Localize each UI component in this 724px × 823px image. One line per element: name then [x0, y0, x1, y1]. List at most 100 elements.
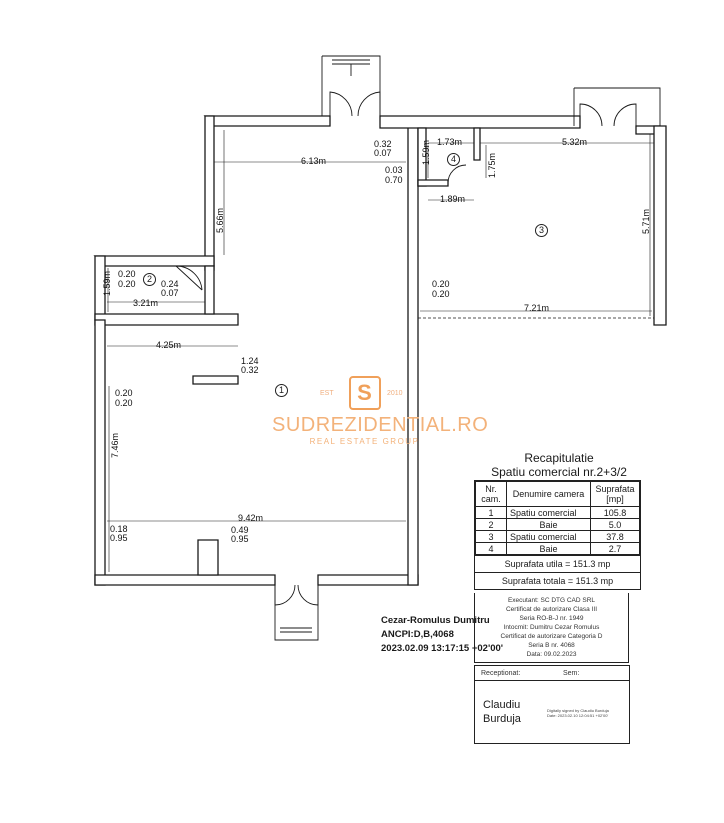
door-top-steps [332, 59, 370, 76]
opening-bm-w: 0.49 [231, 525, 249, 535]
dim-1-89: 1.89m [440, 194, 466, 204]
divider [475, 680, 629, 681]
recap-total: Suprafata totala = 151.3 mp [475, 572, 640, 589]
row-area: 2.7 [590, 542, 640, 555]
row-name: Baie [506, 542, 591, 555]
door-bath4 [447, 164, 467, 184]
room-number-3: 3 [535, 224, 548, 237]
recap-header-nr: Nr. cam. [475, 481, 507, 507]
doors [175, 55, 661, 641]
column-w: 1.24 [241, 356, 259, 366]
door-bottom-leaf-right [297, 584, 319, 606]
door-right-leaf-right [613, 103, 637, 127]
watermark-tagline: REAL ESTATE GROUP [309, 437, 420, 446]
opening-bl-h: 0.95 [110, 533, 128, 543]
executant-line: Certificat de autorizare Categoria D [500, 633, 603, 640]
recap-util: Suprafata utila = 151.3 mp [475, 555, 640, 572]
dimension-lines [107, 130, 654, 572]
recap-table: Nr. cam. Denumire camera Suprafata [mp] … [474, 480, 641, 590]
wall-room1-bottom-left [94, 574, 276, 586]
dim-9-42: 9.42m [238, 513, 264, 523]
recap-header-area: Suprafata [mp] [590, 481, 640, 507]
door-bath2 [175, 265, 203, 291]
receptionat-block: Receptionat: Sem: Claudiu Burduja Digita… [474, 665, 630, 744]
dim-3-21: 3.21m [133, 298, 159, 308]
row-nr: 3 [475, 530, 507, 543]
opening-room3-w: 0.20 [432, 279, 450, 289]
dim-7-21: 7.21m [524, 303, 550, 313]
dim-7-46: 7.46m [110, 432, 120, 458]
door-bottom-steps [280, 627, 312, 633]
wall-room3-right [653, 125, 667, 326]
row-nr: 1 [475, 506, 507, 519]
executant-line: Certificat de autorizare Clasa III [505, 606, 598, 613]
door-top-leaf-right [357, 91, 381, 117]
dim-1-75: 1.75m [487, 152, 497, 178]
opening-bl-w: 0.18 [110, 524, 128, 534]
opening-room3-h: 0.20 [432, 289, 450, 299]
door-bottom-leaf-left [274, 584, 296, 606]
wall-room1-top [203, 115, 331, 127]
step-bottom [197, 539, 219, 576]
watermark-est: EST [320, 390, 334, 397]
executant-line: Executant: SC DTG CAD SRL [507, 597, 596, 604]
watermark-name: SUDREZIDENTIAL.RO [272, 414, 489, 436]
wall-top-mid [379, 115, 581, 129]
dim-1-59-bath2: 1.59m [102, 270, 112, 296]
row-area: 105.8 [590, 506, 640, 519]
watermark: EST 2010 S SUDREZIDENTIAL.RO REAL ESTATE… [272, 376, 489, 446]
door-bottom-frame [274, 585, 319, 641]
receptionat-name-line1: Claudiu [483, 699, 521, 711]
wall-room1-left-upper [204, 115, 215, 271]
table-row: 4 Baie 2.7 [475, 542, 640, 555]
opening-top-w: 0.32 [374, 139, 392, 149]
walls [93, 115, 667, 586]
opening-bath2-a-h: 0.20 [118, 279, 136, 289]
opening-bm-h: 0.95 [231, 534, 249, 544]
wall-bath4-right [473, 127, 481, 161]
executant-line: Seria B nr. 4068 [528, 642, 575, 649]
wall-bath2-bottom [94, 313, 239, 326]
digital-signature: Cezar-Romulus Dumitru ANCPI:D,B,4068 202… [381, 614, 503, 656]
opening-bath2-b-h: 0.07 [161, 288, 179, 298]
wall-room1-bottom-right [317, 574, 419, 586]
row-area: 5.0 [590, 518, 640, 531]
receptionat-name: Claudiu Burduja [483, 698, 521, 726]
dim-1-73: 1.73m [437, 137, 463, 147]
dim-6-13: 6.13m [301, 156, 327, 166]
opening-bath2-b-w: 0.24 [161, 279, 179, 289]
door-right-frame [573, 87, 661, 126]
room-number-1: 1 [275, 384, 288, 397]
dim-1-59-bath4: 1.59m [421, 139, 431, 165]
column-h: 0.32 [241, 365, 259, 375]
wall-room1-right [407, 125, 419, 586]
executant-line: Seria RO-B-J nr. 1949 [519, 615, 584, 622]
wall-bath4-bottom [417, 179, 449, 187]
door-right-leaf-left [579, 103, 603, 127]
dim-5-66: 5.66m [215, 207, 225, 233]
row-nr: 2 [475, 518, 507, 531]
watermark-logo-icon: S [348, 376, 381, 410]
wall-bath2-right [204, 265, 215, 315]
signature-ancpi: ANCPI:D,B,4068 [381, 629, 454, 640]
wall-room1-left [94, 319, 106, 586]
signature-name: Cezar-Romulus Dumitru [381, 615, 490, 626]
opening-top-h: 0.07 [374, 148, 392, 158]
dim-4-25: 4.25m [156, 340, 182, 350]
row-name: Spatiu comercial [506, 530, 591, 543]
table-row: 1 Spatiu comercial 105.8 [475, 506, 640, 519]
row-area: 37.8 [590, 530, 640, 543]
opening-left-h: 0.20 [115, 398, 133, 408]
opening-mid-w: 0.03 [385, 165, 403, 175]
recap-title: Recapitulatie Spatiu comercial nr.2+3/2 [474, 451, 644, 479]
dim-5-71: 5.71m [641, 208, 651, 234]
recap-header-name: Denumire camera [506, 481, 591, 507]
room-number-4: 4 [447, 153, 460, 166]
opening-mid-h: 0.70 [385, 175, 403, 185]
column-room1 [192, 375, 239, 385]
row-name: Baie [506, 518, 591, 531]
wall-bath2-top [93, 255, 215, 267]
row-nr: 4 [475, 542, 507, 555]
table-row: 3 Spatiu comercial 37.8 [475, 530, 640, 543]
